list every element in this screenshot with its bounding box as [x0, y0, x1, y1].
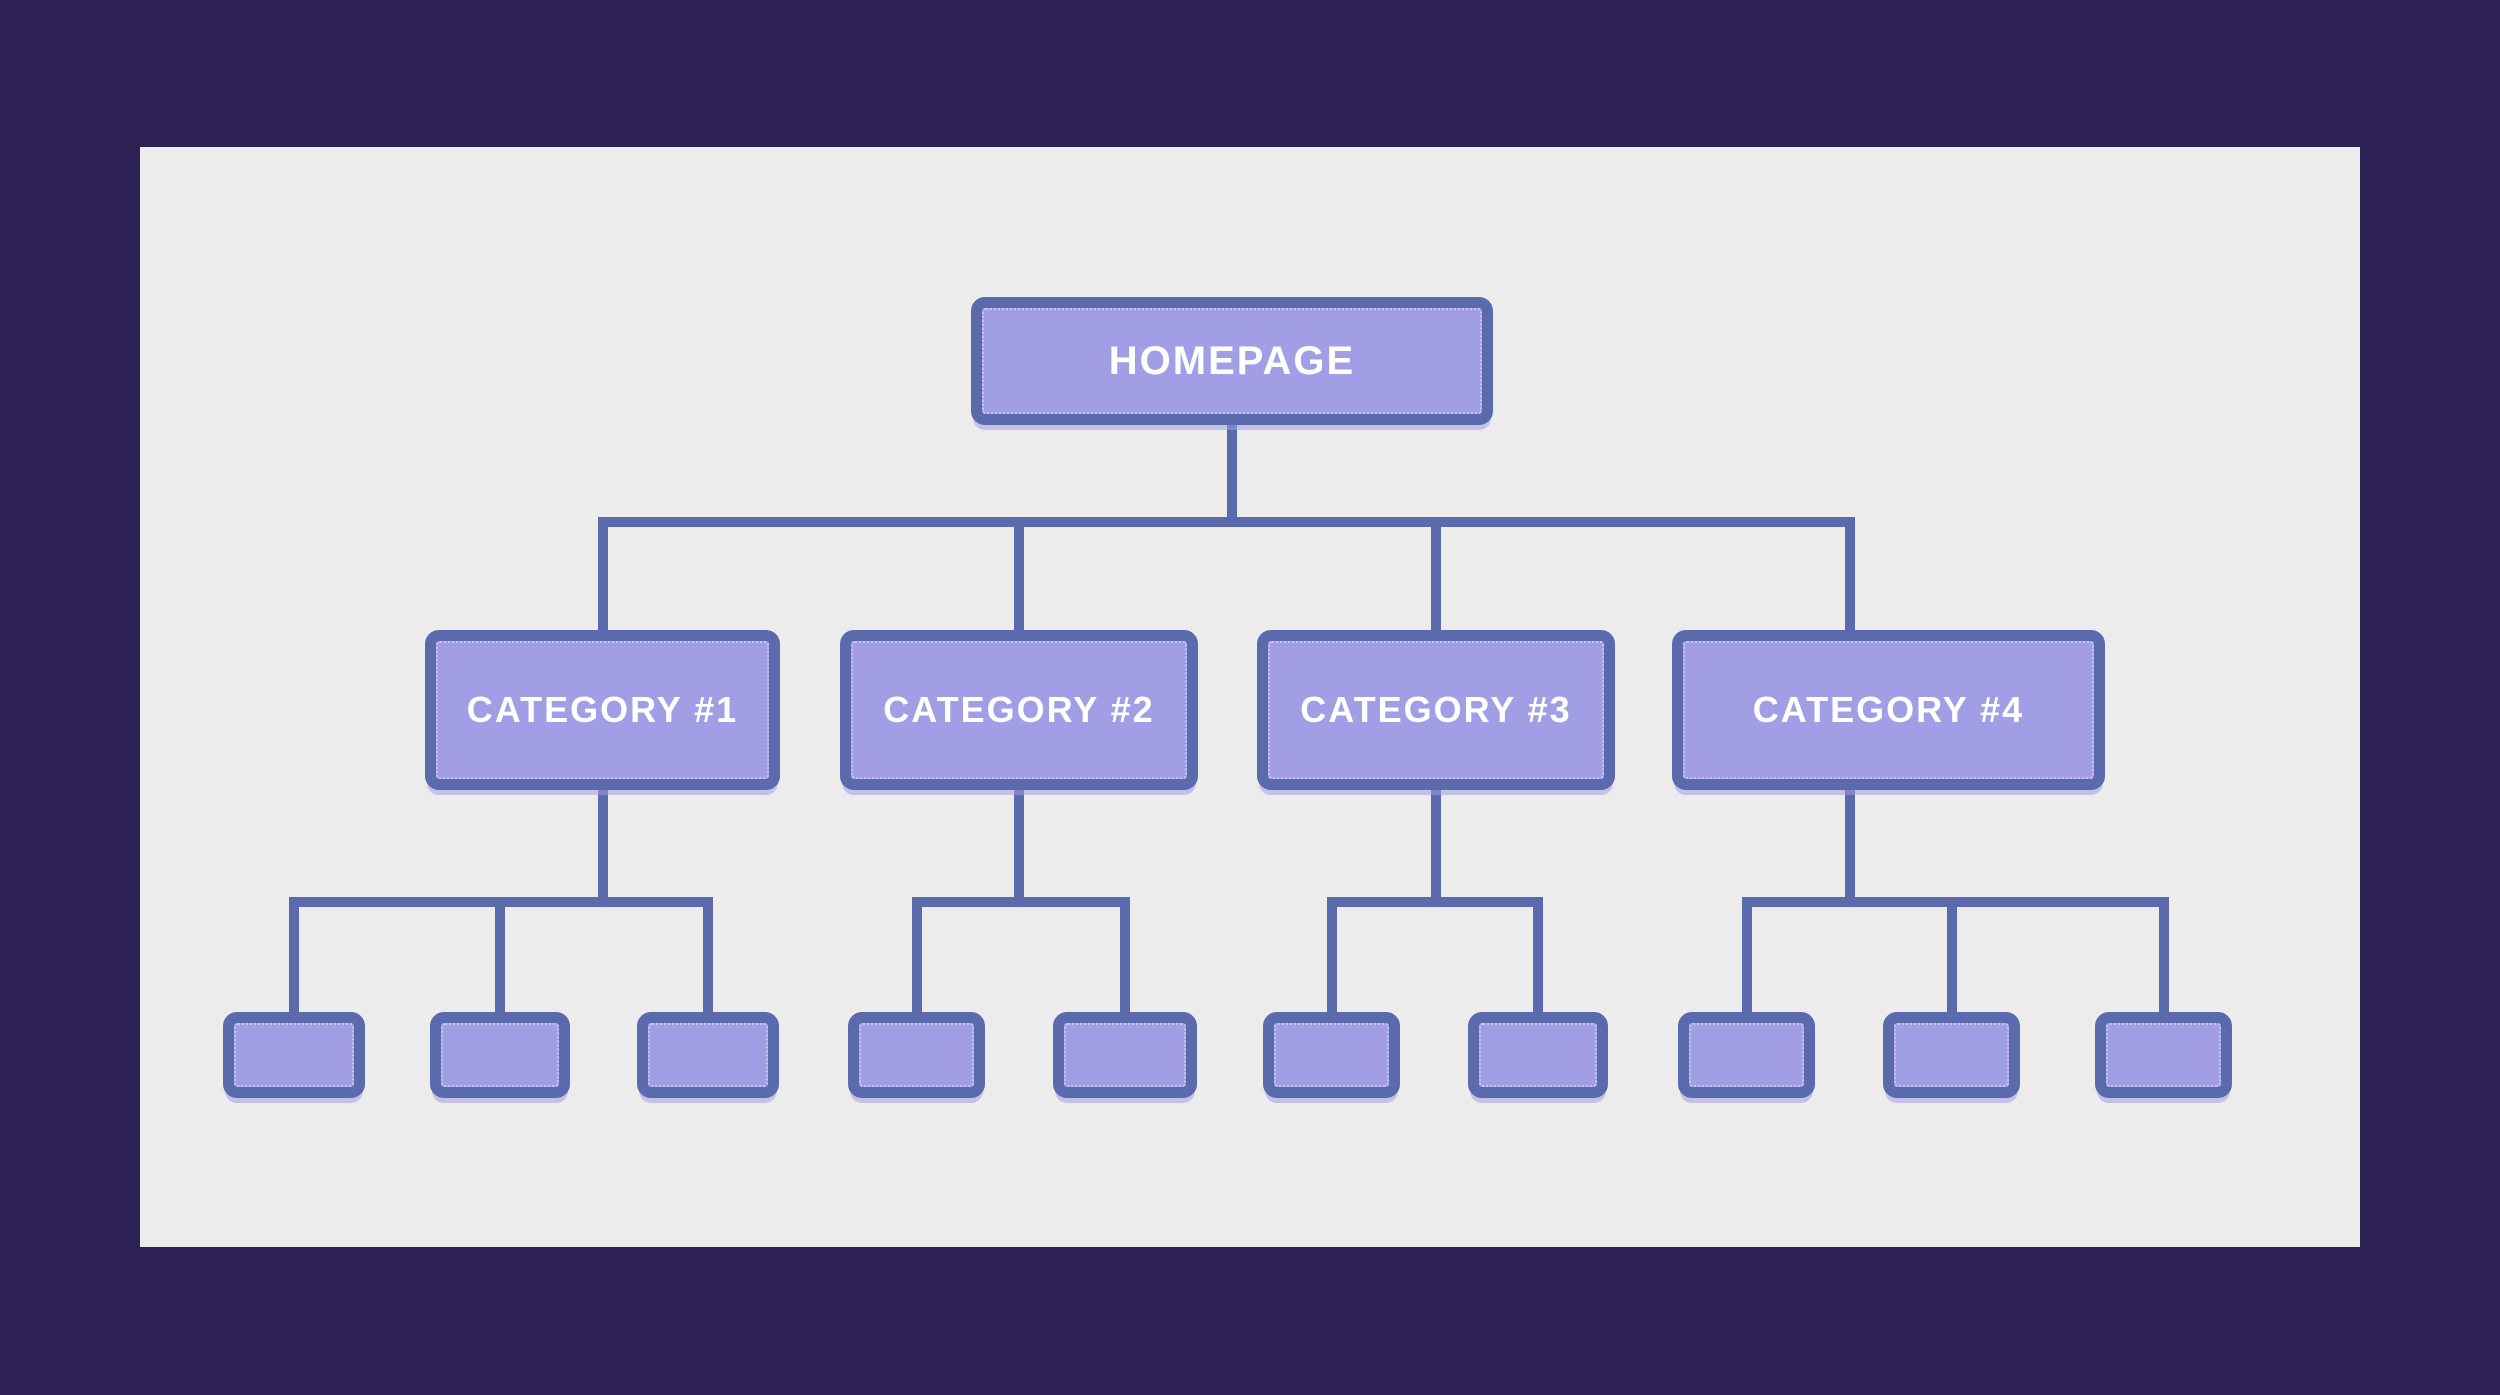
- page-3-1-node: [1263, 1012, 1400, 1098]
- connector-segment: [1431, 517, 1441, 630]
- page-4-1-node: [1678, 1012, 1815, 1098]
- page-4-2-node: [1883, 1012, 2020, 1098]
- connector-segment: [1014, 790, 1024, 907]
- page-1-3-node: [637, 1012, 779, 1098]
- connector-segment: [597, 790, 608, 907]
- page-4-3-node: [2095, 1012, 2232, 1098]
- diagram-canvas: HOMEPAGE CATEGORY #1 CATEGORY #2 CATEGORY #…: [140, 147, 2360, 1247]
- page-2-1-node: [848, 1012, 985, 1098]
- connector-segment: [1741, 897, 1752, 1012]
- connector-segment: [1845, 790, 1855, 907]
- category-2-node: CATEGORY #2: [840, 630, 1198, 790]
- connector-segment: [703, 897, 713, 1012]
- connector-segment: [2158, 897, 2169, 1012]
- connector-segment: [495, 897, 505, 1012]
- connector-segment: [1227, 425, 1237, 527]
- connector-segment: [1326, 897, 1337, 1012]
- connector-segment: [1946, 897, 1957, 1012]
- connector-segment: [911, 897, 1130, 907]
- page-1-1-node: [223, 1012, 365, 1098]
- category-4-node: CATEGORY #4: [1672, 630, 2105, 790]
- connector-segment: [1533, 897, 1543, 1012]
- homepage-node: HOMEPAGE: [971, 297, 1493, 425]
- connector-segment: [597, 517, 608, 630]
- connector-segment: [1120, 897, 1130, 1012]
- connector-segment: [597, 517, 1855, 527]
- connector-segment: [1014, 517, 1024, 630]
- category-1-node: CATEGORY #1: [425, 630, 780, 790]
- connector-segment: [1431, 790, 1441, 907]
- connector-segment: [1326, 897, 1543, 907]
- connector-segment: [289, 897, 299, 1012]
- page-1-2-node: [430, 1012, 570, 1098]
- connector-segment: [1845, 517, 1855, 630]
- category-3-node: CATEGORY #3: [1257, 630, 1615, 790]
- page-2-2-node: [1053, 1012, 1197, 1098]
- connector-segment: [911, 897, 922, 1012]
- page-3-2-node: [1468, 1012, 1608, 1098]
